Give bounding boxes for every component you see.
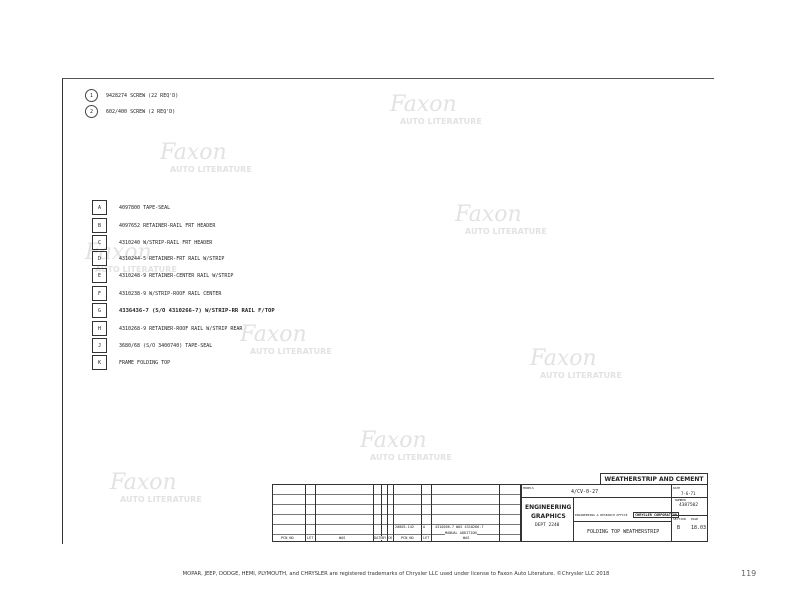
page-value: 18.03 bbox=[691, 525, 707, 531]
note-item: 1 9428274 SCREW (22 REQ'D) bbox=[85, 89, 178, 102]
dept-number: DEPT 2240 bbox=[535, 523, 560, 528]
date-label: DATE bbox=[673, 486, 681, 490]
part-key: F bbox=[92, 286, 107, 301]
part-key: A bbox=[92, 200, 107, 215]
section-title: WEATHERSTRIP AND CEMENT bbox=[600, 473, 708, 484]
page-label: PAGE bbox=[691, 517, 699, 521]
note-item: 2 602/400 SCREW (2 REQ'D) bbox=[85, 105, 175, 118]
drawing-title: FOLDING TOP WEATHERSTRIP bbox=[587, 529, 660, 535]
note-text: 9428274 SCREW (22 REQ'D) bbox=[106, 92, 179, 99]
part-text: FRAME FOLDING TOP bbox=[119, 359, 171, 366]
part-key: B bbox=[92, 218, 107, 233]
revision-letter: A bbox=[423, 525, 426, 529]
section-label: SECTION bbox=[673, 517, 686, 521]
part-text: 4310268-9 RETAINER-ROOF RAIL W/STRIP REA… bbox=[119, 325, 243, 332]
note-number: 1 bbox=[85, 89, 98, 102]
part-item: D 4310244-5 RETAINER-FRT RAIL W/STRIP bbox=[92, 251, 224, 266]
part-text: 3680/68 (S/O 3400740) TAPE-SEAL bbox=[119, 342, 213, 349]
revision-header: WAS bbox=[463, 536, 470, 540]
part-number: 4387502 bbox=[679, 503, 698, 508]
part-key: J bbox=[92, 338, 107, 353]
revision-header: CK bbox=[388, 536, 393, 540]
revision-block: 20803-142 A 4310266-7 WAS 4310266-7 MANU… bbox=[272, 484, 522, 542]
title-block: MODELS 4/CV-0-27 ENGINEERING GRAPHICS DE… bbox=[520, 484, 708, 542]
part-item: B 4097652 RETAINER-RAIL FRT HEADER bbox=[92, 218, 215, 233]
part-item: E 4310248-9 RETAINER-CENTER RAIL W/STRIP bbox=[92, 268, 233, 283]
number-label: NUMBER bbox=[675, 498, 686, 502]
part-key: G bbox=[92, 303, 107, 318]
section-value: B bbox=[677, 525, 681, 531]
part-item: H 4310268-9 RETAINER-ROOF RAIL W/STRIP RE… bbox=[92, 321, 242, 336]
part-key: K bbox=[92, 355, 107, 370]
part-key: H bbox=[92, 321, 107, 336]
part-key: C bbox=[92, 235, 107, 250]
revision-header: WAS bbox=[339, 536, 346, 540]
office-name: ENGINEERING & RESEARCH OFFICE bbox=[575, 513, 628, 517]
revision-header: BY bbox=[382, 536, 387, 540]
part-text: 4097800 TAPE-SEAL bbox=[119, 204, 171, 211]
revision-header: LET bbox=[307, 536, 314, 540]
model-value: 4/CV-0-27 bbox=[571, 489, 599, 495]
revision-header: PCN NO bbox=[401, 536, 414, 540]
part-text: 4310240 W/STRIP-RAIL FRT HEADER bbox=[119, 239, 213, 246]
note-text: 602/400 SCREW (2 REQ'D) bbox=[106, 108, 176, 115]
dept-engineering: ENGINEERING bbox=[525, 504, 572, 511]
part-item: J 3680/68 (S/O 3400740) TAPE-SEAL bbox=[92, 338, 212, 353]
part-text: 4310248-9 RETAINER-CENTER RAIL W/STRIP bbox=[119, 272, 234, 279]
revision-note: MANUAL ADDITION bbox=[445, 531, 477, 535]
page-number: 119 bbox=[741, 569, 757, 578]
revision-header: DATE bbox=[374, 536, 383, 540]
part-item: K FRAME FOLDING TOP bbox=[92, 355, 170, 370]
trademark-footer: MOPAR, JEEP, DODGE, HEMI, PLYMOUTH, and … bbox=[182, 571, 610, 577]
part-text: 4310238-9 W/STRIP-ROOF RAIL CENTER bbox=[119, 290, 222, 297]
dept-graphics: GRAPHICS bbox=[531, 513, 566, 520]
note-number: 2 bbox=[85, 105, 98, 118]
part-text: 4097652 RETAINER-RAIL FRT HEADER bbox=[119, 222, 216, 229]
part-item: A 4097800 TAPE-SEAL bbox=[92, 200, 170, 215]
revision-was: 4310266-7 WAS 4310266-7 bbox=[435, 525, 484, 529]
part-text: 4336436-7 (S/O 4310266-7) W/STRIP-RR RAI… bbox=[119, 307, 275, 314]
part-item: F 4310238-9 W/STRIP-ROOF RAIL CENTER bbox=[92, 286, 221, 301]
part-text: 4310244-5 RETAINER-FRT RAIL W/STRIP bbox=[119, 255, 225, 262]
part-item: G 4336436-7 (S/O 4310266-7) W/STRIP-RR RA… bbox=[92, 303, 275, 318]
part-key: D bbox=[92, 251, 107, 266]
revision-header: PCN NO bbox=[281, 536, 294, 540]
model-label: MODELS bbox=[523, 486, 534, 490]
revision-header: LET bbox=[423, 536, 430, 540]
part-item: C 4310240 W/STRIP-RAIL FRT HEADER bbox=[92, 235, 212, 250]
drawing-border bbox=[62, 78, 714, 544]
revision-pcn: 20803-142 bbox=[395, 525, 414, 529]
date-value: 7-6-71 bbox=[681, 491, 696, 496]
part-key: E bbox=[92, 268, 107, 283]
